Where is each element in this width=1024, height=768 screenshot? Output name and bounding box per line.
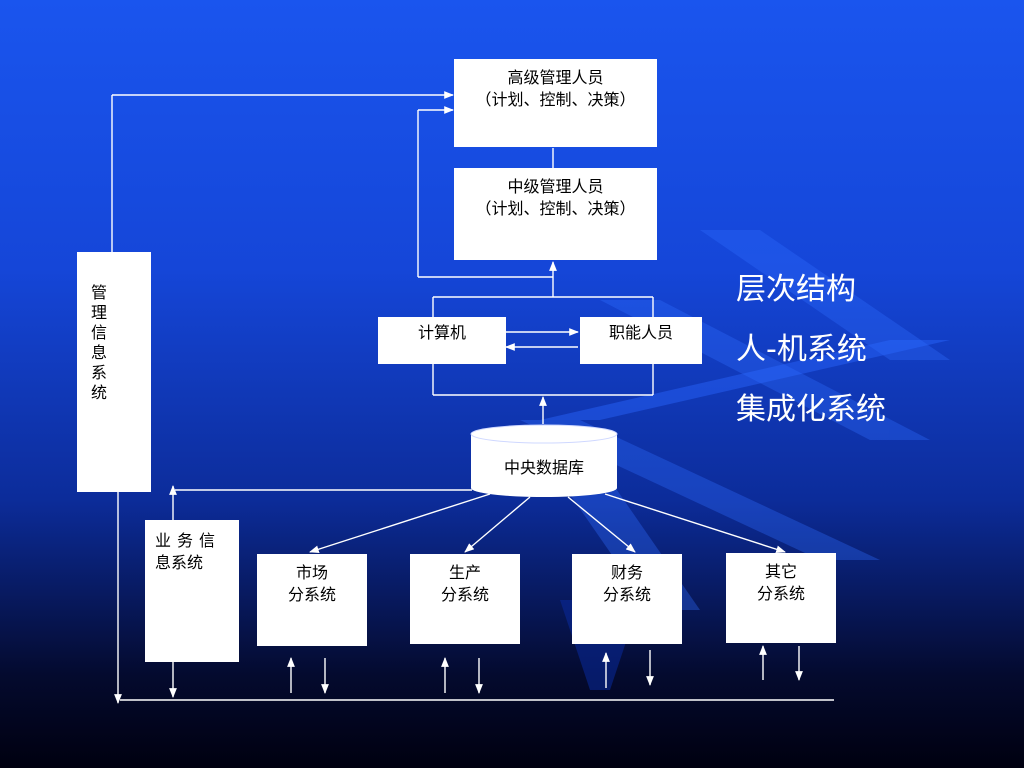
subsystem-finance-suffix: 分系统 [602,585,651,604]
top-manager-roles: （计划、控制、决策） [475,90,636,109]
subsystem-market: 市场 分系统 [257,554,367,646]
subsystem-other-suffix: 分系统 [756,584,805,603]
database-cylinder-shape [470,424,618,497]
subsystem-finance: 财务 分系统 [572,554,682,644]
middle-manager-box: 中级管理人员 （计划、控制、决策） [454,168,657,260]
feature-hierarchy: 层次结构 [736,272,856,307]
staff-box: 职能人员 [580,317,702,364]
staff-label: 职能人员 [608,323,673,342]
mis-label: 管理信息系统 [88,284,107,404]
top-manager-box: 高级管理人员 （计划、控制、决策） [454,59,657,147]
feature-integration: 集成化系统 [736,392,886,427]
computer-label: 计算机 [417,323,466,342]
computer-box: 计算机 [378,317,506,364]
central-database: 中央数据库 [470,424,618,498]
subsystem-other-name: 其它 [764,562,797,581]
subsystem-finance-name: 财务 [610,563,643,582]
middle-manager-roles: （计划、控制、决策） [475,199,636,218]
subsystem-production-name: 生产 [448,563,481,582]
feature-human-machine: 人-机系统 [736,332,867,367]
mis-box: 管理信息系统 [77,252,151,492]
top-manager-title: 高级管理人员 [507,68,604,87]
subsystem-other: 其它 分系统 [726,553,836,643]
business-info-line1: 业务信 [155,531,222,550]
business-info-box: 业务信 息系统 [145,520,239,662]
subsystem-production: 生产 分系统 [410,554,520,644]
business-info-line2: 息系统 [155,553,204,572]
subsystem-market-name: 市场 [295,563,328,582]
subsystem-market-suffix: 分系统 [287,585,336,604]
subsystem-production-suffix: 分系统 [440,585,489,604]
middle-manager-title: 中级管理人员 [507,177,604,196]
central-database-label: 中央数据库 [503,458,584,477]
